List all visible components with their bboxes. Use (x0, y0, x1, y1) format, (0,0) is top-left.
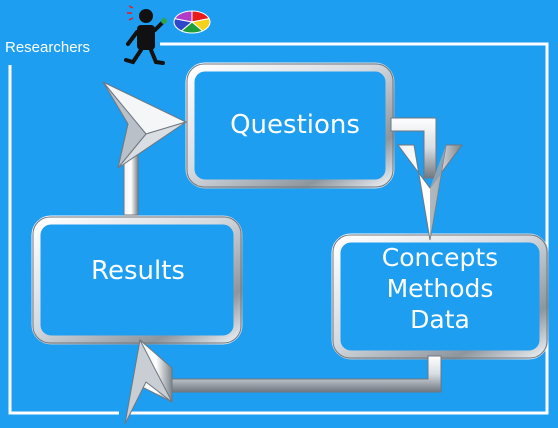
data-line: Data (410, 305, 470, 334)
pie-chart-icon (173, 10, 211, 34)
questions-label: Questions (230, 110, 360, 140)
researcher-figure-icon (124, 5, 167, 65)
arrow-results-to-questions (102, 81, 188, 216)
results-label: Results (91, 256, 185, 286)
arrow-concepts-to-results (124, 338, 442, 425)
methods-line: Methods (386, 274, 494, 303)
researchers-label: Researchers (5, 39, 91, 56)
pie-slice (174, 10, 193, 23)
questions-box (185, 62, 395, 189)
concepts-methods-data-label: Concepts Methods Data (340, 243, 540, 336)
concepts-box (331, 233, 549, 360)
concepts-line: Concepts (381, 243, 499, 272)
outer-frame (8, 42, 549, 415)
results-box (31, 215, 243, 345)
arrow-questions-to-concepts (390, 117, 463, 241)
